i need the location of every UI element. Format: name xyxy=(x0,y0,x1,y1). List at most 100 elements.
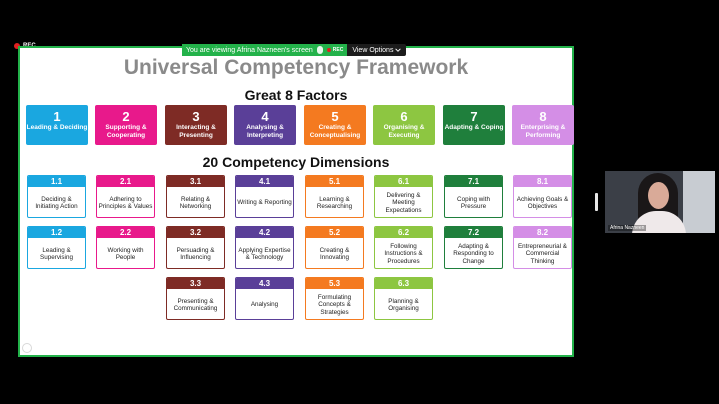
dimension-label: Formulating Concepts & Strategies xyxy=(306,289,363,319)
dimension-label-text: Analysing xyxy=(250,301,279,309)
dimension-label-text: Planning & Organising xyxy=(388,297,419,313)
dimension-label-text: Working with People xyxy=(107,246,144,262)
dimension-label: Presenting & Communicating xyxy=(167,289,224,319)
participant-name: Afrina Nazneen xyxy=(608,225,647,231)
factor-number: 3 xyxy=(192,109,200,124)
dimension-label: Writing & Reporting xyxy=(236,187,293,217)
dimension-number: 3.1 xyxy=(167,176,224,187)
dimension-label: Achieving Goals & Objectives xyxy=(514,187,571,217)
dimension-number: 5.1 xyxy=(306,176,363,187)
dimension-label: Adapting & Responding to Change xyxy=(445,238,502,268)
dimension-number: 4.1 xyxy=(236,176,293,187)
share-rec-label: REC xyxy=(332,47,344,53)
dimension-number: 1.2 xyxy=(28,227,85,238)
dimension-number: 1.1 xyxy=(28,176,85,187)
view-options-label: View Options xyxy=(352,46,394,54)
dimension-label-text: Writing & Reporting xyxy=(237,199,292,207)
dimension-label-text: Delivering & Meeting Expectations xyxy=(385,191,422,214)
dimensions-heading: 20 Competency Dimensions xyxy=(202,154,390,170)
dimension-number: 7.2 xyxy=(445,227,502,238)
factor-label: Supporting & Cooperating xyxy=(105,124,147,139)
dimension-number: 5.2 xyxy=(306,227,363,238)
factor-label: Adapting & Coping xyxy=(444,124,504,131)
dimension-label: Adhering to Principles & Values xyxy=(97,187,154,217)
factor-number: 1 xyxy=(53,109,61,124)
factor-number: 4 xyxy=(261,109,269,124)
dimension-label-text: Adapting & Responding to Change xyxy=(453,242,494,265)
dimension-label-text: Learning & Researching xyxy=(316,195,353,211)
dimension-label: Following Instructions & Procedures xyxy=(375,238,432,268)
dimension-number: 3.2 xyxy=(167,227,224,238)
factor-label: Leading & Deciding xyxy=(26,124,88,131)
dimension-number: 8.2 xyxy=(514,227,571,238)
microphone-icon xyxy=(316,46,323,54)
dimension-number: 6.2 xyxy=(375,227,432,238)
dimension-label-text: Formulating Concepts & Strategies xyxy=(317,293,352,316)
dimension-label: Delivering & Meeting Expectations xyxy=(375,187,432,217)
factors-heading: Great 8 Factors xyxy=(244,87,348,103)
factor-number: 2 xyxy=(122,109,130,124)
dimension-label: Coping with Pressure xyxy=(445,187,502,217)
slide-title: Universal Competency Framework xyxy=(123,56,469,79)
dimension-number: 4.2 xyxy=(236,227,293,238)
factor-label: Analysing & Interpreting xyxy=(246,124,284,139)
record-dot-icon xyxy=(326,48,331,52)
factor-label: Interacting & Presenting xyxy=(176,124,216,139)
view-options-button[interactable]: View Options xyxy=(347,44,407,56)
dimension-label: Leading & Supervising xyxy=(28,238,85,268)
slide-control-icon[interactable] xyxy=(22,343,32,353)
dimension-label-text: Deciding & Initiating Action xyxy=(35,195,78,211)
dimension-label-text: Presenting & Communicating xyxy=(173,297,218,313)
screen-share-bar: You are viewing Afrina Nazneen's screen … xyxy=(182,44,407,56)
dimension-label: Entrepreneurial & Commercial Thinking xyxy=(514,238,571,268)
dimension-number: 6.1 xyxy=(375,176,432,187)
dimension-number: 6.3 xyxy=(375,278,432,289)
dimension-number: 2.2 xyxy=(97,227,154,238)
dimension-label-text: Relating & Networking xyxy=(179,195,212,211)
video-panel-handle[interactable] xyxy=(595,193,598,211)
dimension-number: 4.3 xyxy=(236,278,293,289)
factor-label: Enterprising & Performing xyxy=(520,124,566,139)
dimension-label-text: Persuading & Influencing xyxy=(176,246,215,262)
dimension-label-text: Leading & Supervising xyxy=(40,246,73,262)
dimension-number: 3.3 xyxy=(167,278,224,289)
participant-video[interactable]: Afrina Nazneen xyxy=(605,171,715,233)
record-dot-icon xyxy=(14,43,20,49)
dimension-label-text: Coping with Pressure xyxy=(457,195,490,211)
dimension-label: Analysing xyxy=(236,289,293,319)
participant-face xyxy=(648,182,669,209)
dimension-label-text: Following Instructions & Procedures xyxy=(384,242,423,265)
video-background xyxy=(683,171,715,233)
factor-label: Creating & Conceptualising xyxy=(309,124,361,139)
dimension-label: Relating & Networking xyxy=(167,187,224,217)
chevron-down-icon xyxy=(395,48,402,52)
dimension-label-text: Applying Expertise & Technology xyxy=(238,246,291,262)
factor-number: 5 xyxy=(331,109,339,124)
share-message: You are viewing Afrina Nazneen's screen xyxy=(186,46,313,54)
dimension-number: 7.1 xyxy=(445,176,502,187)
dimension-label: Deciding & Initiating Action xyxy=(28,187,85,217)
dimension-number: 8.1 xyxy=(514,176,571,187)
